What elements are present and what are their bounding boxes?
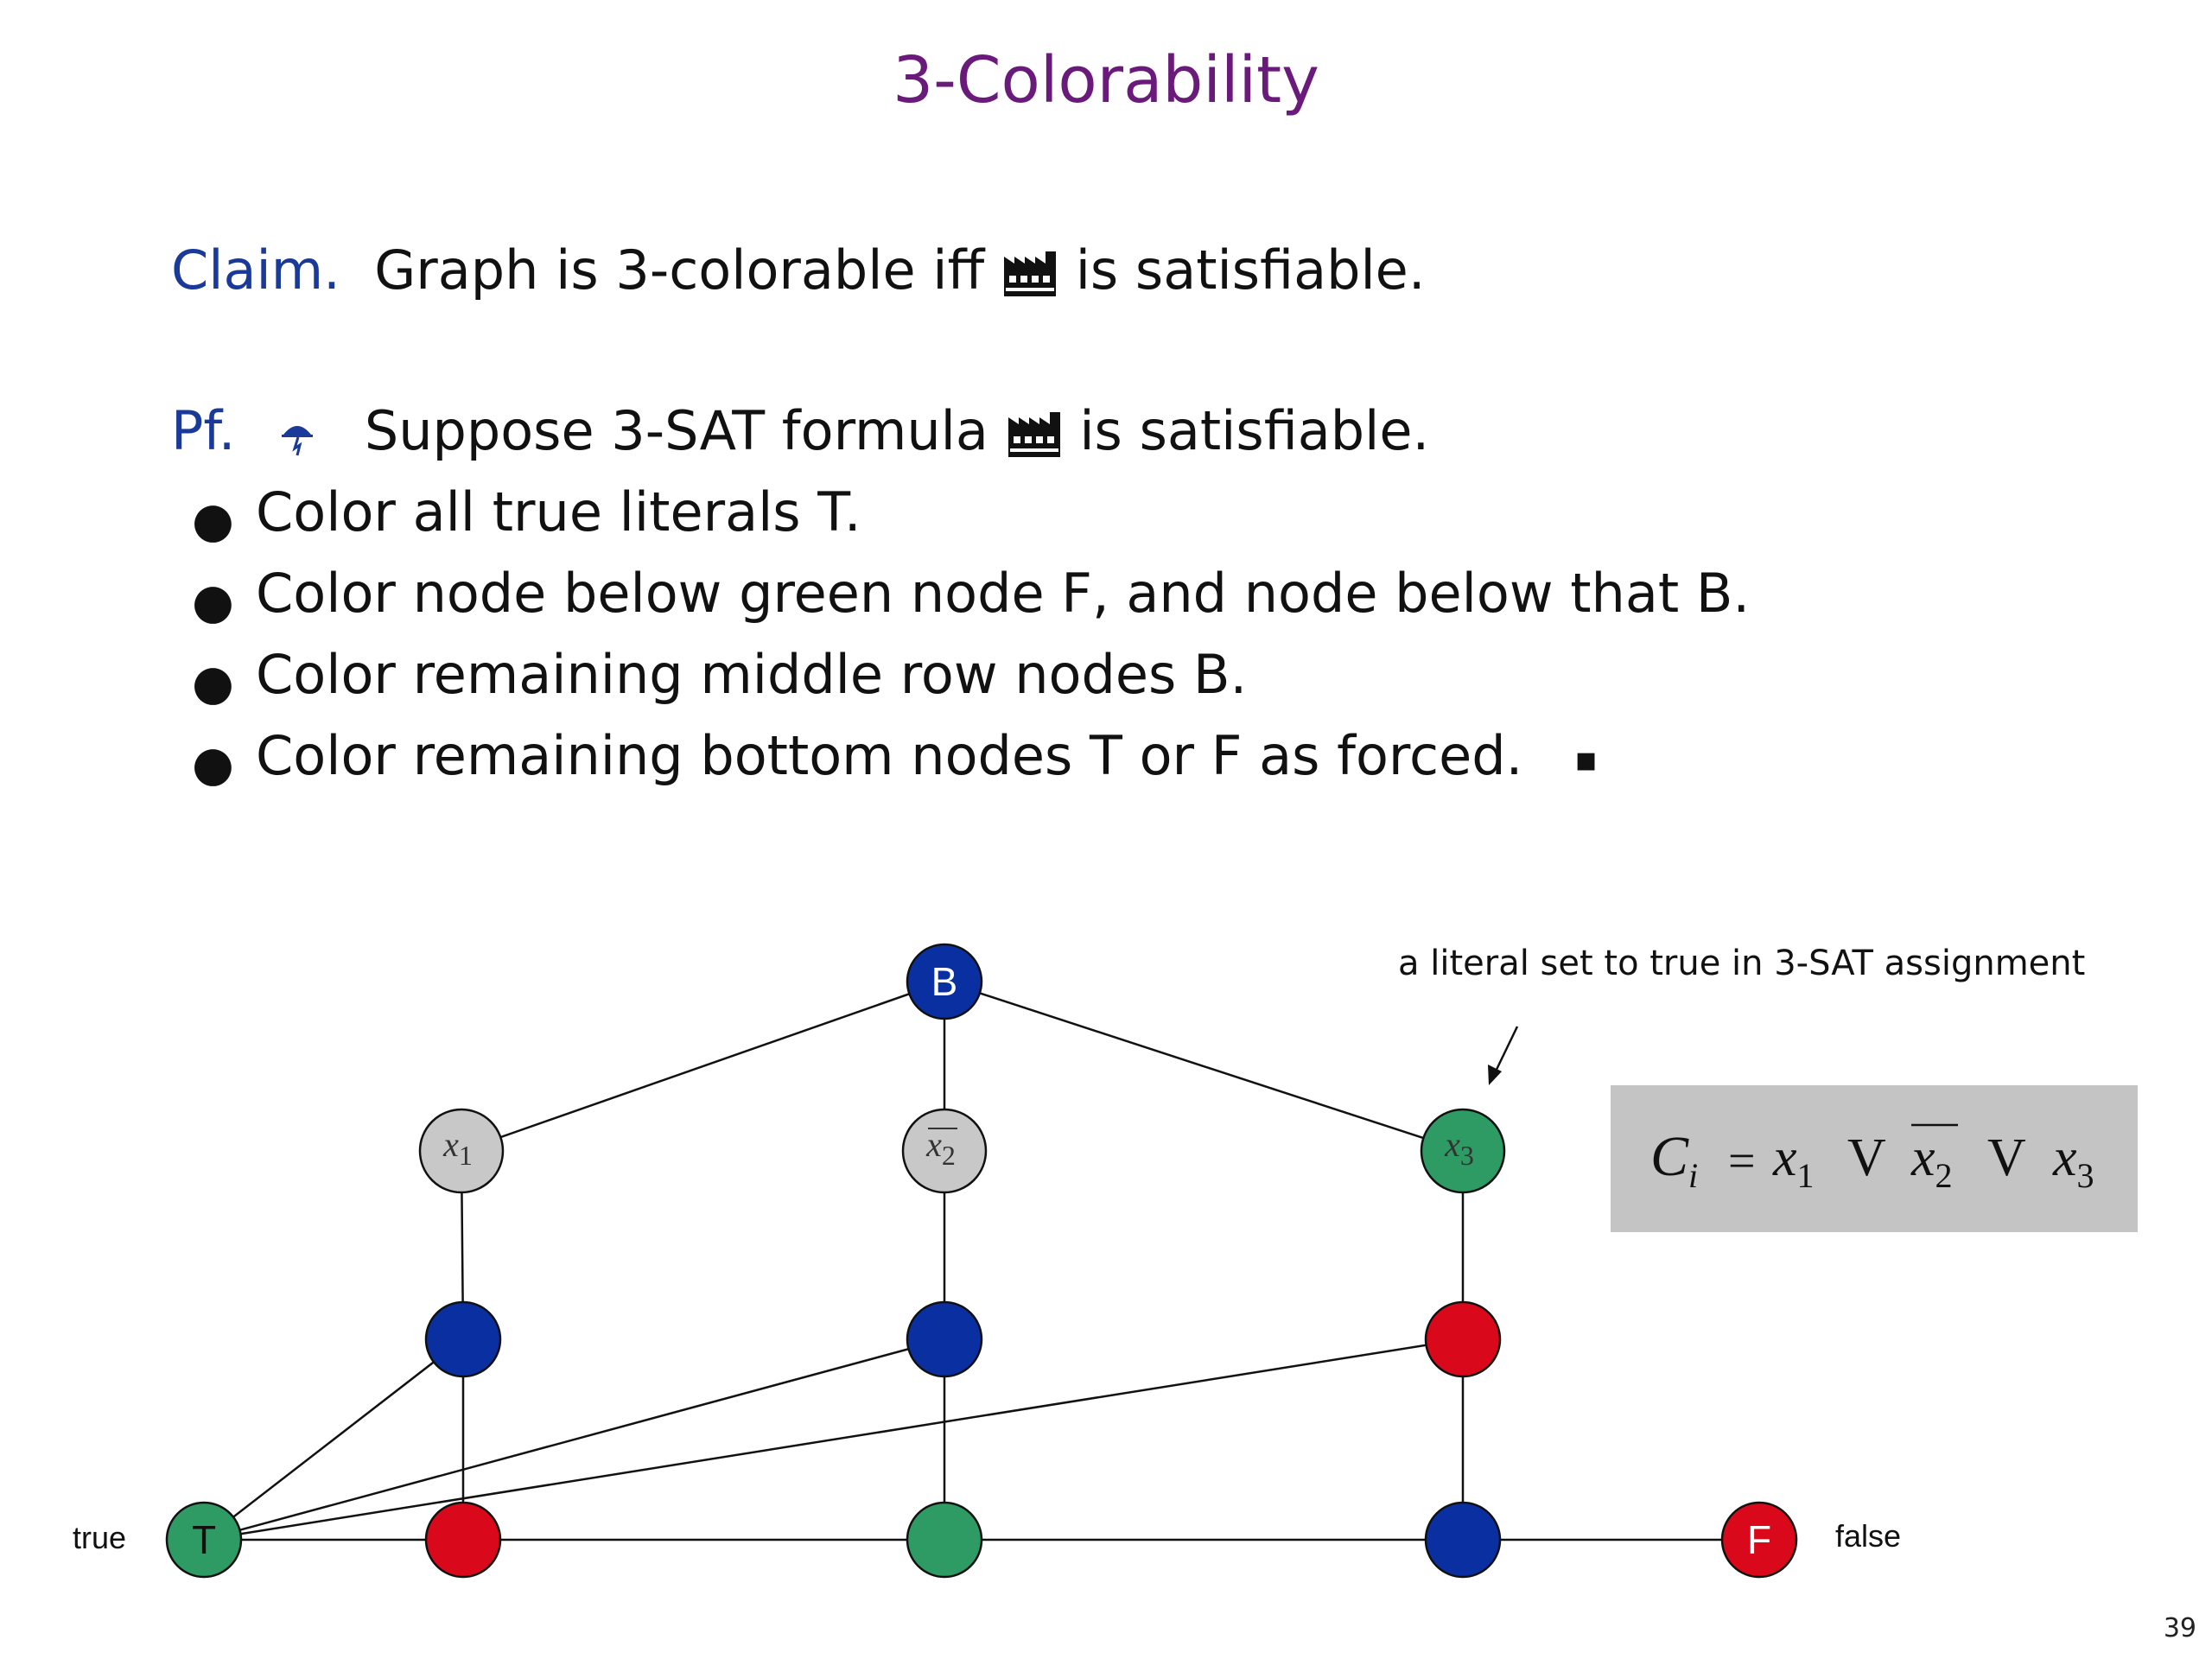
node-literal-x1-label: x1 — [442, 1125, 473, 1171]
node-literal-not-x2 — [901, 1108, 988, 1194]
node-bottom-1 — [424, 1501, 502, 1579]
clause-lhs: Ci — [1650, 1125, 1698, 1195]
proof-line: Pf. Suppose 3-SAT formula is satisfiable… — [171, 399, 1429, 462]
clause-or-2: V — [1987, 1128, 2026, 1187]
node-B — [906, 943, 983, 1020]
node-literal-x1 — [418, 1108, 505, 1194]
label-true: true — [73, 1520, 126, 1555]
factory-icon — [1007, 411, 1060, 457]
bullet-item: Color remaining bottom nodes T or F as f… — [256, 724, 1598, 787]
annotation-arrow-head — [1488, 1065, 1502, 1085]
node-literal-x3 — [1420, 1108, 1506, 1194]
edge — [203, 1338, 464, 1541]
edge — [203, 1338, 1464, 1541]
edge — [461, 980, 945, 1153]
node-T-label: T — [192, 1517, 216, 1562]
annotation-text: a literal set to true in 3-SAT assignmen… — [1398, 944, 2085, 983]
slide-title: 3-Colorability — [893, 43, 1319, 118]
node-bottom-2 — [906, 1501, 983, 1579]
bullet-marker: ● — [192, 655, 234, 711]
claim-line: Claim. Graph is 3-colorable iff is satis… — [171, 238, 1426, 302]
implies-arrow-icon — [282, 425, 314, 456]
proof-label: Pf. — [171, 399, 236, 462]
node-B-label: B — [931, 959, 958, 1004]
edge — [203, 1338, 945, 1541]
clause-formula: Ci = x1 V x2 V x3 — [1650, 1123, 2094, 1195]
edge — [944, 980, 1464, 1153]
claim-text-before: Graph is 3-colorable iff — [374, 238, 985, 302]
clause-term-3: x3 — [2052, 1128, 2094, 1195]
bullet-item: Color remaining middle row nodes B. — [256, 643, 1248, 706]
label-false: false — [1835, 1518, 1901, 1554]
bullet-item: Color all true literals T. — [256, 480, 861, 543]
node-middle-2 — [906, 1300, 983, 1378]
clause-term-1: x1 — [1772, 1128, 1815, 1195]
proof-text-before: Suppose 3-SAT formula — [364, 399, 988, 462]
bullet-marker: ● — [192, 493, 234, 549]
node-middle-1 — [424, 1300, 502, 1378]
claim-label: Claim. — [171, 238, 340, 302]
clause-or-1: V — [1847, 1128, 1886, 1187]
page-number: 39 — [2163, 1613, 2196, 1643]
bullet-marker: ● — [192, 736, 234, 792]
node-F-label: F — [1747, 1517, 1771, 1562]
qed-mark: ▪ — [1574, 739, 1599, 779]
bullet-marker: ● — [192, 574, 234, 630]
node-middle-3 — [1424, 1300, 1502, 1378]
claim-text-after: is satisfiable. — [1075, 238, 1426, 302]
node-T — [165, 1501, 243, 1579]
node-literal-not-x2-label: x2 — [925, 1125, 956, 1171]
bullet-item-text: Color remaining bottom nodes T or F as f… — [256, 724, 1523, 787]
clause-box — [1611, 1085, 2138, 1232]
bullet-item: Color node below green node F, and node … — [256, 562, 1751, 625]
node-literal-x3-label: x3 — [1444, 1125, 1474, 1171]
node-bottom-3 — [1424, 1501, 1502, 1579]
factory-icon — [1003, 251, 1056, 296]
node-F — [1720, 1501, 1798, 1579]
annotation-arrow-shaft — [1491, 1026, 1519, 1077]
clause-term-2: x2 — [1910, 1128, 1953, 1195]
edges — [203, 980, 1759, 1541]
proof-text-after: is satisfiable. — [1079, 399, 1430, 462]
clause-equals: = — [1728, 1135, 1756, 1188]
